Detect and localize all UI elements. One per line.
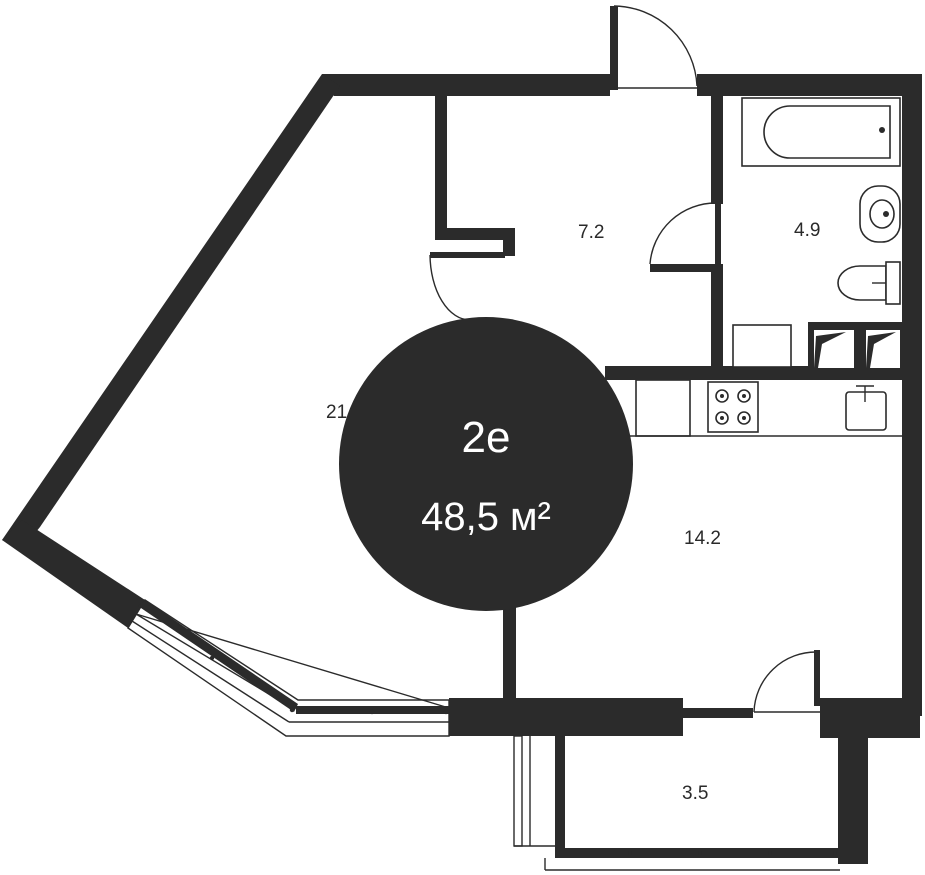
wardrobe-icon	[808, 322, 902, 368]
living-door	[429, 252, 505, 321]
unit-type-label: 2е	[462, 413, 511, 462]
bathroom-door	[649, 196, 721, 268]
unit-area-label: 48,5 м²	[421, 495, 551, 539]
kitchen-fixtures	[605, 379, 902, 437]
room-label-kitchen: 14.2	[684, 528, 721, 549]
kitchen-sink-icon	[845, 385, 887, 431]
interior-walls	[435, 96, 902, 858]
balcony-railing	[513, 735, 840, 871]
exterior-walls	[2, 74, 922, 864]
bathtub-icon	[741, 97, 901, 167]
doors	[429, 5, 820, 713]
unit-badge: 2е 48,5 м²	[339, 317, 633, 611]
living-windows	[127, 599, 450, 737]
room-label-bathroom: 4.9	[794, 220, 820, 241]
room-label-balcony: 3.5	[682, 783, 708, 804]
room-label-hallway: 7.2	[578, 222, 604, 243]
stove-icon	[707, 381, 759, 433]
room-labels: 21 7.2 4.9 14.2 3.5	[326, 220, 820, 804]
entrance-door	[610, 5, 698, 90]
sink-icon	[859, 185, 901, 243]
balcony-door	[753, 650, 820, 713]
toilet-icon	[837, 261, 901, 305]
bathroom-fixtures	[732, 97, 902, 368]
cabinet-icon	[732, 324, 792, 368]
room-label-living: 21	[326, 402, 347, 423]
